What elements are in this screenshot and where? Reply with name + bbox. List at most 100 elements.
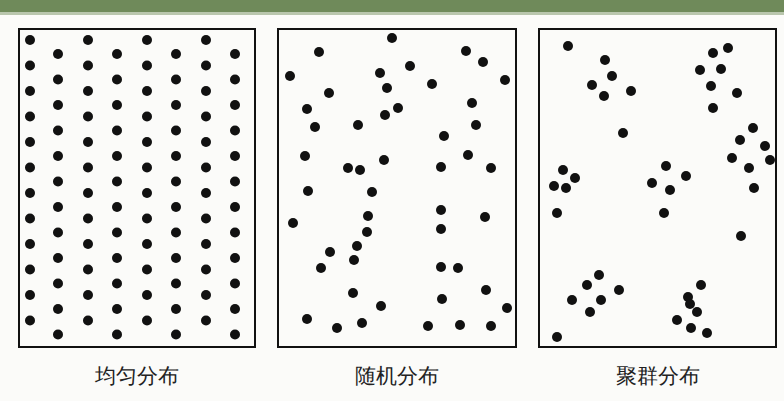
individual-dot	[302, 104, 312, 114]
individual-dot	[500, 75, 510, 85]
individual-dot	[142, 265, 152, 275]
individual-dot	[325, 247, 335, 257]
individual-dot	[201, 214, 211, 224]
individual-dot	[112, 330, 122, 340]
individual-dot	[83, 188, 93, 198]
individual-dot	[230, 304, 240, 314]
individual-dot	[171, 49, 181, 59]
individual-dot	[695, 65, 705, 75]
individual-dot	[230, 202, 240, 212]
panel-label: 聚群分布	[538, 362, 777, 390]
individual-dot	[53, 126, 63, 136]
individual-dot	[142, 35, 152, 45]
individual-dot	[83, 265, 93, 275]
individual-dot	[25, 188, 35, 198]
panel-label: 均匀分布	[18, 362, 256, 390]
individual-dot	[142, 316, 152, 326]
individual-dot	[587, 80, 597, 90]
individual-dot	[486, 163, 496, 173]
individual-dot	[380, 110, 390, 120]
individual-dot	[302, 314, 312, 324]
individual-dot	[375, 68, 385, 78]
individual-dot	[744, 163, 754, 173]
individual-dot	[502, 303, 512, 313]
individual-dot	[387, 33, 397, 43]
individual-dot	[171, 202, 181, 212]
individual-dot	[201, 316, 211, 326]
individual-dot	[478, 57, 488, 67]
individual-dot	[436, 262, 446, 272]
individual-dot	[672, 315, 682, 325]
individual-dot	[423, 321, 433, 331]
individual-dot	[230, 126, 240, 136]
individual-dot	[748, 123, 758, 133]
individual-dot	[300, 151, 310, 161]
individual-dot	[230, 177, 240, 187]
individual-dot	[618, 128, 628, 138]
individual-dot	[171, 330, 181, 340]
individual-dot	[112, 279, 122, 289]
individual-dot	[760, 141, 770, 151]
individual-dot	[142, 86, 152, 96]
top-strip	[0, 0, 784, 12]
individual-dot	[25, 35, 35, 45]
individual-dot	[53, 228, 63, 238]
individual-dot	[353, 120, 363, 130]
individual-dot	[112, 75, 122, 85]
panel-label: 随机分布	[277, 362, 517, 390]
individual-dot	[53, 100, 63, 110]
individual-dot	[201, 137, 211, 147]
individual-dot	[53, 202, 63, 212]
individual-dot	[471, 120, 481, 130]
individual-dot	[708, 103, 718, 113]
individual-dot	[357, 318, 367, 328]
individual-dot	[142, 112, 152, 122]
individual-dot	[736, 231, 746, 241]
top-strip-edge	[0, 12, 784, 15]
individual-dot	[171, 100, 181, 110]
individual-dot	[112, 177, 122, 187]
individual-dot	[142, 137, 152, 147]
individual-dot	[171, 304, 181, 314]
individual-dot	[201, 188, 211, 198]
individual-dot	[324, 88, 334, 98]
individual-dot	[171, 151, 181, 161]
individual-dot	[142, 61, 152, 71]
individual-dot	[607, 71, 617, 81]
individual-dot	[171, 75, 181, 85]
individual-dot	[681, 171, 691, 181]
individual-dot	[230, 49, 240, 59]
individual-dot	[201, 86, 211, 96]
individual-dot	[570, 173, 580, 183]
individual-dot	[626, 86, 636, 96]
individual-dot	[83, 112, 93, 122]
individual-dot	[765, 155, 775, 165]
individual-dot	[53, 49, 63, 59]
individual-dot	[83, 35, 93, 45]
individual-dot	[142, 290, 152, 300]
individual-dot	[463, 150, 473, 160]
individual-dot	[171, 177, 181, 187]
individual-dot	[567, 295, 577, 305]
individual-dot	[686, 323, 696, 333]
individual-dot	[467, 98, 477, 108]
individual-dot	[25, 112, 35, 122]
individual-dot	[405, 61, 415, 71]
individual-dot	[201, 265, 211, 275]
individual-dot	[367, 187, 377, 197]
individual-dot	[692, 307, 702, 317]
individual-dot	[659, 208, 669, 218]
individual-dot	[83, 163, 93, 173]
individual-dot	[661, 161, 671, 171]
individual-dot	[201, 35, 211, 45]
individual-dot	[362, 227, 372, 237]
individual-dot	[25, 163, 35, 173]
individual-dot	[53, 279, 63, 289]
individual-dot	[25, 316, 35, 326]
individual-dot	[437, 294, 447, 304]
individual-dot	[230, 279, 240, 289]
individual-dot	[614, 285, 624, 295]
individual-dot	[53, 304, 63, 314]
individual-dot	[486, 321, 496, 331]
